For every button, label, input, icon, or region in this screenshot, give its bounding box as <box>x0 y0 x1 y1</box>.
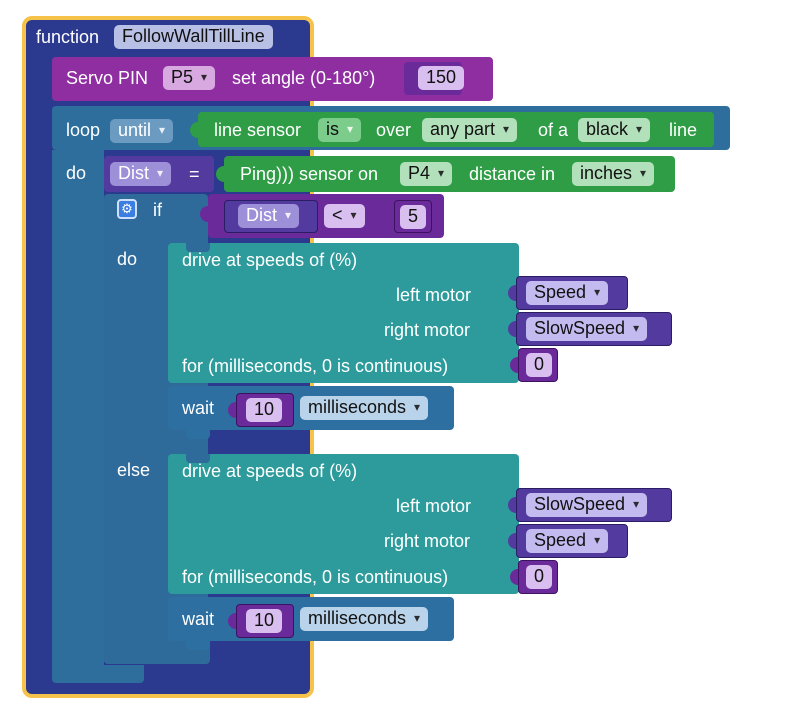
wait-else-unit-dropdown[interactable]: milliseconds <box>300 607 429 631</box>
drive-else-right-label: right motor <box>384 531 471 551</box>
drive-do-for-value[interactable]: 0 <box>526 353 553 377</box>
wait-do-value[interactable]: 10 <box>246 398 283 422</box>
drive-do-left-notch <box>508 285 516 301</box>
loop-keyword: loop <box>66 120 101 140</box>
ping-sensor-label: Ping))) sensor on <box>240 164 379 184</box>
drive-else-left-value[interactable]: SlowSpeed <box>526 493 648 517</box>
drive-else-for-label: for (milliseconds, 0 is continuous) <box>182 567 449 587</box>
servo-pin-dropdown[interactable]: P5 <box>163 66 216 90</box>
drive-do-tab <box>186 243 210 252</box>
drive-else-left-label: left motor <box>396 496 472 516</box>
servo-label: Servo PIN <box>66 68 149 88</box>
drive-else-right-notch <box>508 533 516 549</box>
drive-do-right-value[interactable]: SlowSpeed <box>526 317 648 341</box>
line-sensor-color-dropdown[interactable]: black <box>578 118 651 142</box>
line-sensor-is-dropdown[interactable]: is <box>318 118 362 142</box>
line-sensor-notch <box>190 122 198 138</box>
drive-do-for-label: for (milliseconds, 0 is continuous) <box>182 356 449 376</box>
ping-pin-dropdown[interactable]: P4 <box>400 162 453 186</box>
if-gear-icon[interactable]: ⚙ <box>117 199 137 219</box>
ping-unit-dropdown[interactable]: inches <box>572 162 655 186</box>
drive-else-left-notch <box>508 497 516 513</box>
drive-else-block[interactable] <box>168 454 519 594</box>
condition-variable-dropdown[interactable]: Dist <box>238 204 300 228</box>
line-sensor-of-a-label: of a <box>538 120 569 140</box>
drive-do-right-notch <box>508 321 516 337</box>
drive-else-for-value[interactable]: 0 <box>526 565 553 589</box>
condition-operator-dropdown[interactable]: < <box>324 204 365 228</box>
drive-do-for-notch <box>510 357 518 373</box>
line-sensor-line-label: line <box>669 120 698 140</box>
function-keyword: function <box>36 27 100 47</box>
drive-do-left-label: left motor <box>396 285 472 305</box>
loop-do-label: do <box>66 163 87 183</box>
condition-value[interactable]: 5 <box>400 205 427 229</box>
function-name-field[interactable]: FollowWallTillLine <box>114 25 273 49</box>
drive-else-title: drive at speeds of (%) <box>182 461 358 481</box>
drive-else-for-notch <box>510 569 518 585</box>
loop-block-spine <box>52 150 104 680</box>
drive-do-title: drive at speeds of (%) <box>182 250 358 270</box>
line-sensor-over-label: over <box>376 120 412 140</box>
assign-equals: = <box>189 164 200 184</box>
loop-block-footer <box>52 665 144 683</box>
assign-variable-dropdown[interactable]: Dist <box>110 162 172 186</box>
wait-do-value-notch <box>228 402 236 418</box>
wait-else-value-notch <box>228 613 236 629</box>
drive-do-right-label: right motor <box>384 320 471 340</box>
wait-do-unit-dropdown[interactable]: milliseconds <box>300 396 429 420</box>
if-else-label: else <box>117 460 151 480</box>
drive-else-tab <box>186 454 210 463</box>
wait-do-label: wait <box>182 398 215 418</box>
wait-else-tab <box>186 641 210 650</box>
wait-else-label: wait <box>182 609 215 629</box>
line-sensor-part-dropdown[interactable]: any part <box>422 118 518 142</box>
servo-angle-value[interactable]: 150 <box>418 66 465 90</box>
drive-do-left-value[interactable]: Speed <box>526 281 609 305</box>
ping-distance-label: distance in <box>469 164 556 184</box>
if-keyword: if <box>153 200 162 220</box>
ping-sensor-notch <box>216 166 224 182</box>
wait-do-tab <box>186 430 210 439</box>
function-block-spine <box>26 52 50 682</box>
line-sensor-label: line sensor <box>214 120 302 140</box>
servo-angle-notch <box>404 70 412 86</box>
servo-set-angle-label: set angle (0-180°) <box>232 68 376 88</box>
wait-else-value[interactable]: 10 <box>246 609 283 633</box>
drive-else-right-value[interactable]: Speed <box>526 529 609 553</box>
loop-mode-dropdown[interactable]: until <box>110 119 174 143</box>
drive-do-block[interactable] <box>168 243 519 383</box>
condition-notch <box>200 206 208 222</box>
if-do-label: do <box>117 249 138 269</box>
